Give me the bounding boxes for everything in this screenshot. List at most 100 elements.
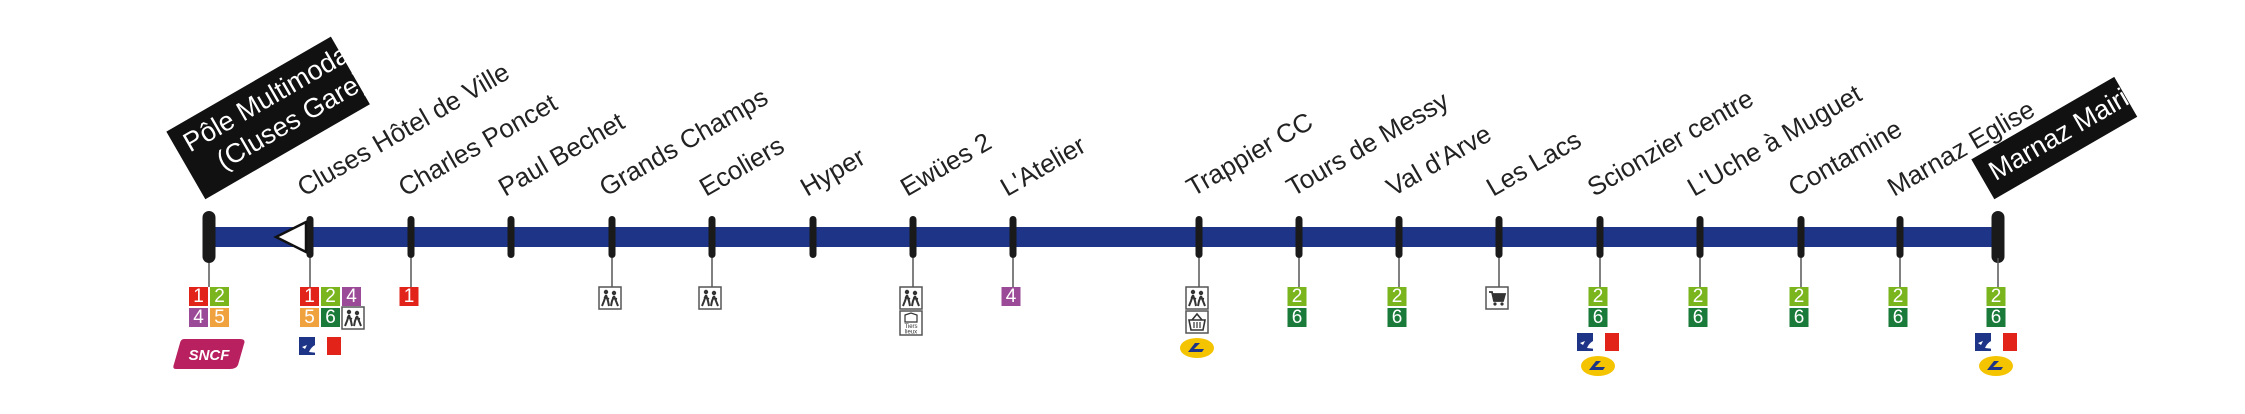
- marianne-white: [1991, 333, 2003, 351]
- terminus-label-bg: [1971, 76, 2138, 200]
- line-badge-box: [1789, 308, 1809, 327]
- line-badge: 6: [1688, 307, 1708, 328]
- line-badge-box: [189, 308, 208, 327]
- stop: Grands Champs: [594, 82, 773, 310]
- laposte-bird: [1589, 361, 1605, 370]
- line-badge-box: [189, 287, 208, 306]
- line-badge-box: [1986, 287, 2006, 306]
- line-badge-number: 5: [214, 307, 225, 328]
- line-badge-number: 6: [1991, 307, 2002, 328]
- line-badge: 6: [1588, 307, 1608, 328]
- marianne-stripe: [1580, 341, 1585, 345]
- stop-tick: [909, 216, 917, 258]
- sncf-logo: SNCF: [173, 339, 245, 369]
- line-badge: 6: [1387, 307, 1407, 328]
- school-icon-head: [346, 309, 352, 315]
- school-icon-figure: [1197, 295, 1206, 307]
- line-badge: 6: [1789, 307, 1809, 328]
- school-icon-figure: [344, 314, 353, 327]
- school-icon: [698, 286, 722, 310]
- school-icon-head: [354, 310, 360, 316]
- line-badge-number: 6: [1693, 307, 1704, 328]
- line-badge-number: 6: [1893, 307, 1904, 328]
- line-badge-number: 2: [214, 286, 225, 307]
- line-badge-number: 5: [304, 307, 315, 328]
- stop-tick: [407, 216, 415, 258]
- stop-tick: [1495, 216, 1503, 258]
- stop: Les Lacs: [1481, 124, 1586, 310]
- stop-tick: [1009, 216, 1017, 258]
- line-badge-number: 6: [325, 307, 336, 328]
- line-badge-box: [321, 308, 340, 327]
- laposte-bird: [1987, 361, 2003, 370]
- school-icon-head: [1190, 289, 1196, 295]
- line-badge: 2: [1287, 286, 1307, 307]
- line-badge-box: [1001, 287, 1021, 306]
- stop: Ecoliers: [694, 130, 789, 310]
- line-badge: 4: [342, 286, 361, 307]
- school-icon-figure: [601, 294, 610, 307]
- laposte-logo: [1180, 338, 1214, 358]
- line-badge-number: 1: [404, 286, 415, 307]
- stop-tick: [306, 216, 314, 258]
- line-badge: 5: [210, 307, 229, 328]
- school-icon: [899, 286, 923, 310]
- basket-icon-body: [1188, 319, 1206, 331]
- school-icon: [341, 306, 365, 330]
- stop-label: Grands Champs: [594, 82, 773, 203]
- line-badge-number: 6: [1292, 307, 1303, 328]
- line-badge-number: 2: [1593, 286, 1604, 307]
- line-badge: 2: [1986, 286, 2006, 307]
- line-badge-number: 4: [193, 307, 204, 328]
- basket-icon-handle: [1191, 312, 1203, 321]
- marianne-logo: [299, 337, 341, 355]
- line-badge-number: 2: [1794, 286, 1805, 307]
- laposte-bird: [1188, 343, 1204, 352]
- stop-label: Ewües 2: [895, 126, 996, 202]
- school-icon-head: [611, 290, 617, 296]
- laposte-disc: [1581, 356, 1615, 376]
- line-badge: 6: [321, 307, 340, 328]
- school-icon-figure: [701, 294, 710, 307]
- school-icon: [1185, 286, 1209, 310]
- line-badge: 1: [300, 286, 319, 307]
- stop-label: L'Uche à Muguet: [1682, 78, 1867, 202]
- line-badge: 4: [1001, 286, 1021, 307]
- line-badge: 2: [1588, 286, 1608, 307]
- line-badge-box: [1588, 287, 1608, 306]
- stop-label: Les Lacs: [1481, 124, 1586, 202]
- marianne-profile: [1985, 339, 1997, 349]
- direction-arrow-icon: [273, 219, 308, 255]
- school-icon-figure: [710, 295, 719, 307]
- marianne-white: [315, 337, 327, 355]
- laposte-disc: [1180, 338, 1214, 358]
- line-badge: 2: [210, 286, 229, 307]
- line-badge-box: [321, 287, 340, 306]
- line-badge-box: [210, 308, 229, 327]
- marianne-logo: [1975, 333, 2017, 351]
- terminus-marker: [202, 211, 216, 263]
- stop-tick: [1195, 216, 1203, 258]
- line-badge: 2: [1387, 286, 1407, 307]
- stop-tick: [809, 216, 817, 258]
- cart-icon: [1485, 286, 1509, 310]
- line-badge-number: 1: [304, 286, 315, 307]
- cart-icon-wheel: [1493, 302, 1497, 306]
- line-badge: 5: [300, 307, 319, 328]
- line-badge: 1: [399, 286, 419, 307]
- marianne-red: [327, 337, 341, 355]
- line-badge: 6: [1986, 307, 2006, 328]
- school-icon-head: [904, 289, 910, 295]
- laposte-disc: [1979, 356, 2013, 376]
- line-badge-box: [1387, 308, 1407, 327]
- line-badge-box: [1387, 287, 1407, 306]
- line-badge-box: [1888, 308, 1908, 327]
- school-icon-figure: [902, 294, 911, 307]
- stop-tick: [1395, 216, 1403, 258]
- marianne-red: [1605, 333, 1619, 351]
